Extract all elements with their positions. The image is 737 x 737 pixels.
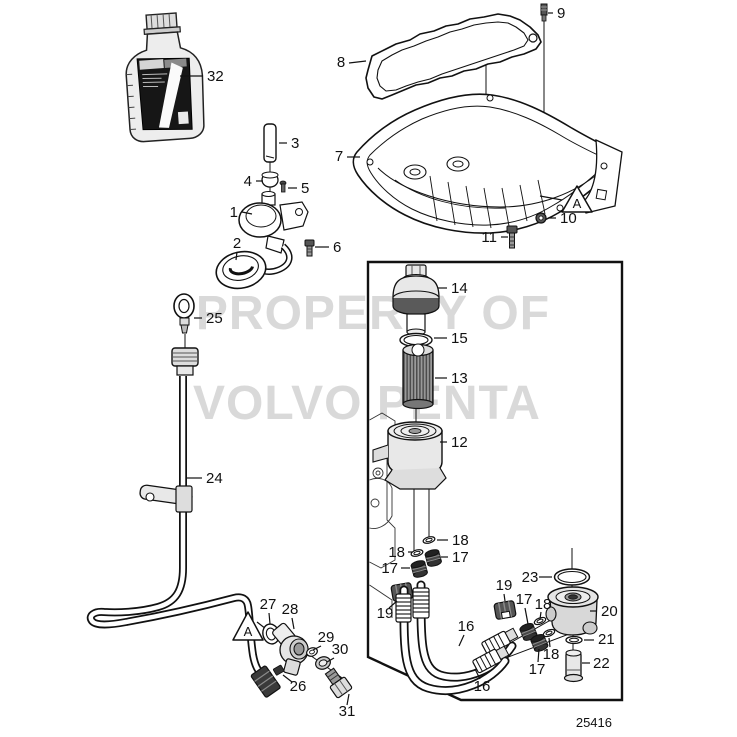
- callout-17b: 17: [381, 560, 398, 577]
- oil-pan-gasket: [365, 13, 542, 100]
- callout-6: 6: [333, 239, 341, 256]
- callout-17d: 17: [529, 661, 546, 678]
- washer-left: [409, 547, 425, 559]
- detail-a-letter: A: [573, 196, 582, 211]
- pump-bolt: [304, 239, 315, 257]
- callouts: 32 8 9 7 10 11 3 4 5 1 2 6 25 24 14 15 1…: [180, 5, 618, 720]
- callout-10: 10: [560, 210, 577, 227]
- callout-16a: 16: [458, 618, 475, 635]
- callout-17a: 17: [452, 549, 469, 566]
- pan-bosses: [403, 156, 470, 180]
- adapter-fitting: [563, 649, 584, 683]
- callout-18a: 18: [452, 532, 469, 549]
- callout-12: 12: [451, 434, 468, 451]
- detail-a-letter-2: A: [244, 624, 253, 639]
- callout-11: 11: [481, 229, 497, 246]
- tube-end-connector: [250, 665, 281, 698]
- watermark-line1: PROPERTY OF: [196, 287, 550, 340]
- stud: [540, 3, 548, 22]
- watermark-line2: VOLVO PENTA: [193, 377, 541, 430]
- callout-1: 1: [230, 204, 238, 221]
- oil-pump-assembly: [215, 123, 315, 290]
- pump-suction-tube: [263, 123, 277, 163]
- hose-rib-collar: [395, 587, 519, 674]
- detail-marker-a-valve: A: [232, 611, 267, 641]
- valve-washer-small: [306, 647, 318, 657]
- oil-bottle: [125, 12, 205, 143]
- callout-3: 3: [291, 135, 299, 152]
- callout-8: 8: [337, 54, 345, 71]
- coupling: [261, 171, 279, 188]
- watermark: PROPERTY OF VOLVO PENTA: [193, 287, 550, 430]
- fitting-left: [409, 558, 429, 580]
- drain-valve: [272, 622, 309, 676]
- clip-center: [493, 599, 517, 621]
- detail-box-border: [366, 260, 624, 702]
- valve-clip: [273, 664, 285, 676]
- callout-18d: 18: [543, 646, 560, 663]
- callout-2: 2: [233, 235, 241, 252]
- drawing-number: 25416: [576, 715, 612, 730]
- callout-24: 24: [206, 470, 223, 487]
- callout-19b: 19: [496, 577, 513, 594]
- callout-9: 9: [557, 5, 565, 22]
- callout-21: 21: [598, 631, 615, 648]
- drain-valve-cluster: A: [232, 611, 353, 699]
- pump-screw: [279, 180, 287, 193]
- engine-block-outline: [369, 412, 396, 618]
- callout-18b: 18: [388, 544, 405, 561]
- cooler-oring: [553, 568, 591, 586]
- oil-pump: [238, 191, 309, 254]
- filter-cap-oring: [399, 332, 433, 348]
- nut: [535, 212, 547, 224]
- callout-15: 15: [451, 330, 468, 347]
- filter-housing: [372, 421, 447, 490]
- washer-upper: [421, 534, 437, 546]
- oil-pan-bolt: [506, 225, 518, 249]
- callout-28: 28: [282, 601, 299, 618]
- valve-plug: [324, 667, 353, 699]
- callout-5: 5: [301, 180, 309, 197]
- valve-washer-large: [315, 656, 331, 670]
- callout-16b: 16: [474, 678, 491, 695]
- strainer: [215, 250, 267, 290]
- filter-element: [402, 343, 434, 410]
- callout-14: 14: [451, 280, 468, 297]
- callout-13: 13: [451, 370, 468, 387]
- callout-31: 31: [339, 703, 356, 720]
- callout-18c: 18: [535, 596, 552, 613]
- callout-17c: 17: [516, 591, 533, 608]
- callout-27: 27: [260, 596, 277, 613]
- tube-bracket: [139, 484, 193, 513]
- adapter-washer: [565, 635, 583, 645]
- callout-19a: 19: [377, 605, 394, 622]
- callout-4: 4: [244, 173, 252, 190]
- callout-32: 32: [207, 68, 224, 85]
- filter-cap: [392, 264, 440, 336]
- adapter: [545, 586, 599, 636]
- fitting-upper: [423, 547, 443, 569]
- callout-7: 7: [335, 148, 343, 165]
- callout-26: 26: [290, 678, 307, 695]
- callout-29: 29: [318, 629, 335, 646]
- callout-30: 30: [332, 641, 349, 658]
- hoses: [395, 580, 519, 695]
- callout-22: 22: [593, 655, 610, 672]
- callout-23: 23: [522, 569, 539, 586]
- callout-25: 25: [206, 310, 223, 327]
- detail-marker-a-pan: A: [539, 185, 593, 213]
- dipstick: [173, 293, 195, 334]
- callout-20: 20: [601, 603, 618, 620]
